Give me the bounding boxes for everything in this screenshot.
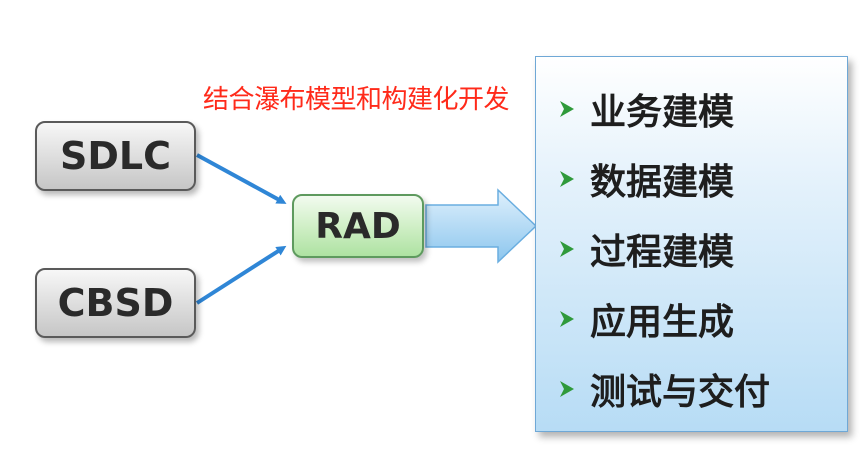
rad-to-panel-big-arrow	[425, 188, 538, 264]
chevron-right-icon	[560, 171, 574, 187]
sdlc-box: SDLC	[35, 121, 196, 191]
activity-label: 数据建模	[590, 162, 735, 203]
activity-label: 过程建模	[590, 232, 735, 273]
activity-label: 测试与交付	[590, 372, 771, 413]
activity-item: 应用生成	[556, 293, 734, 345]
activity-item: 业务建模	[556, 83, 734, 135]
activity-label: 业务建模	[590, 92, 735, 133]
activity-label: 应用生成	[590, 302, 735, 343]
sdlc-to-rad-arrow	[196, 153, 287, 204]
chevron-right-icon	[560, 101, 574, 117]
chevron-right-icon	[560, 311, 574, 327]
cbsd-box: CBSD	[35, 268, 196, 338]
cbsd-to-rad-arrow	[195, 245, 287, 305]
chevron-right-icon	[560, 241, 574, 257]
activity-item: 数据建模	[556, 153, 734, 205]
activity-item: 测试与交付	[556, 363, 770, 415]
chevron-right-icon	[560, 381, 574, 397]
annotation-text: 结合瀑布模型和构建化开发	[203, 85, 510, 115]
activity-item: 过程建模	[556, 223, 734, 275]
activities-panel: 业务建模 数据建模 过程建模 应用生成 测试与交付	[535, 56, 848, 432]
rad-box: RAD	[292, 194, 424, 258]
